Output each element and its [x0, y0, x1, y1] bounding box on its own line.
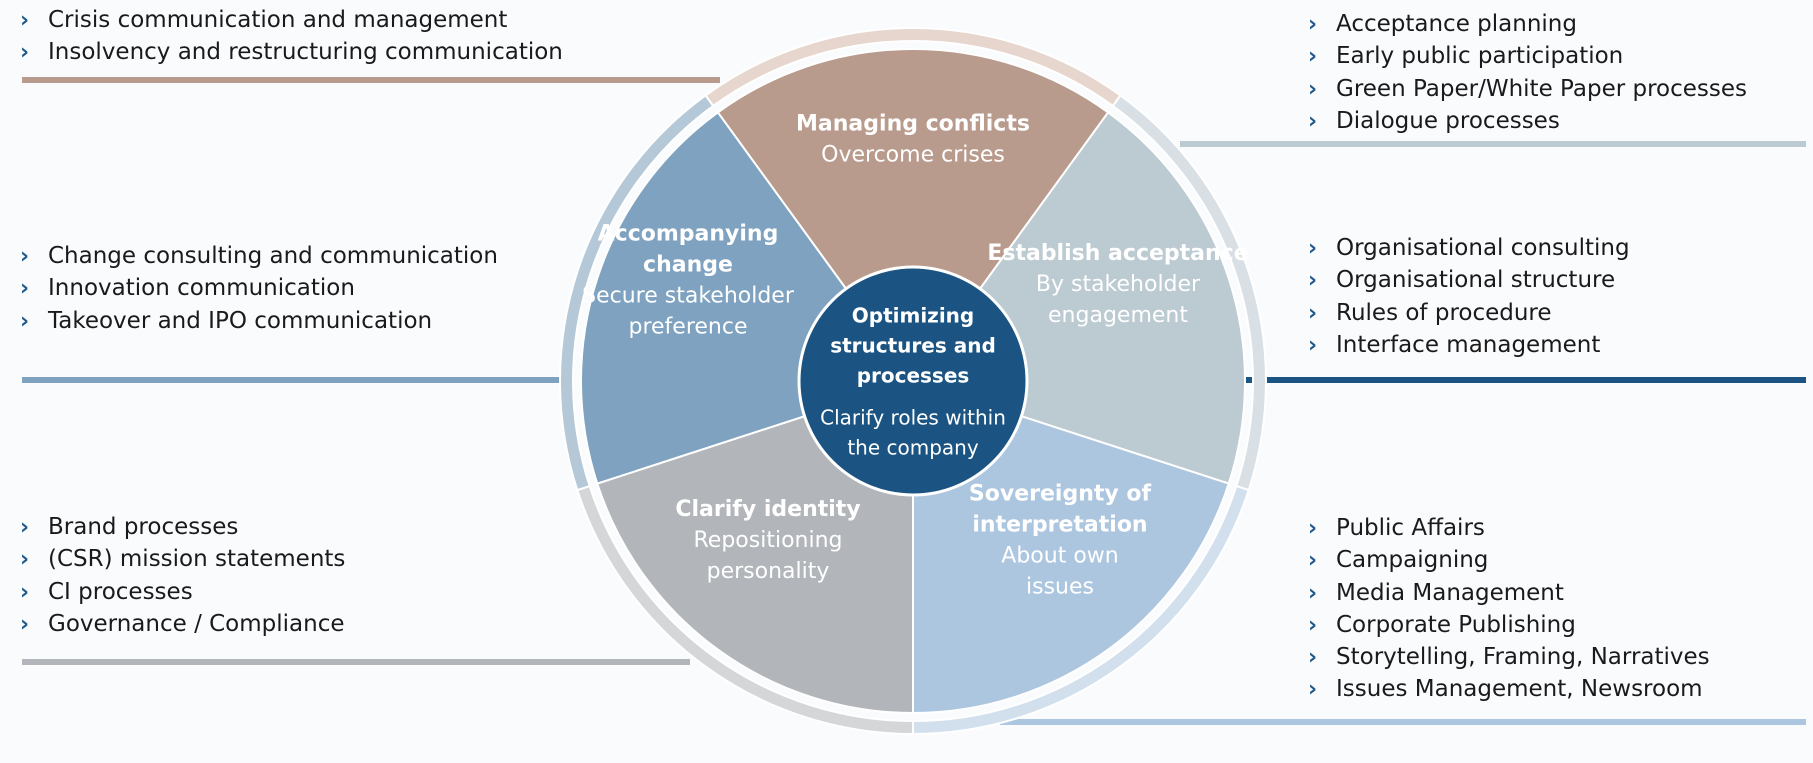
- chevron-right-icon: ›: [20, 579, 30, 605]
- chevron-right-icon: ›: [20, 40, 30, 66]
- list-clarify-identity: › Brand processes › (CSR) mission statement…: [20, 511, 345, 640]
- list-item: › Acceptance planning: [1308, 8, 1747, 40]
- chevron-right-icon: ›: [20, 276, 30, 302]
- list-item: › Early public participation: [1308, 40, 1747, 72]
- chevron-right-icon: ›: [1308, 516, 1318, 541]
- chevron-right-icon: ›: [20, 8, 30, 33]
- list-item-text: Rules of procedure: [1336, 299, 1552, 326]
- list-item-text: Public Affairs: [1336, 515, 1485, 541]
- list-item-text: Acceptance planning: [1336, 11, 1577, 37]
- list-item-text: Media Management: [1336, 579, 1564, 606]
- list-item-text: Crisis communication and management: [48, 7, 508, 33]
- chevron-right-icon: ›: [1308, 44, 1318, 70]
- chevron-right-icon: ›: [1308, 677, 1318, 703]
- list-item-text: Takeover and IPO communication: [48, 307, 433, 334]
- list-item-text: Insolvency and restructuring communicati…: [48, 39, 563, 66]
- segment-title: Managing conflicts: [796, 112, 1030, 137]
- chevron-right-icon: ›: [1308, 268, 1318, 294]
- chevron-right-icon: ›: [1308, 12, 1318, 37]
- chevron-right-icon: ›: [20, 515, 30, 540]
- center-subtitle: the company: [847, 436, 979, 460]
- chevron-right-icon: ›: [1308, 300, 1318, 326]
- segment-subtitle: Repositioning: [694, 528, 843, 553]
- list-item-text: CI processes: [48, 578, 193, 605]
- list-item: › Corporate Publishing: [1308, 609, 1710, 641]
- segment-subtitle: engagement: [1048, 303, 1188, 328]
- list-item: › Insolvency and restructuring communicat…: [20, 36, 563, 68]
- list-item: › Media Management: [1308, 577, 1710, 609]
- chevron-right-icon: ›: [1308, 612, 1318, 638]
- list-accompanying-change: › Change consulting and communication › Inn…: [20, 240, 498, 337]
- list-item-text: (CSR) mission statements: [48, 546, 346, 573]
- list-item: › Organisational structure: [1308, 264, 1630, 296]
- segment-title: Clarify identity: [675, 497, 860, 522]
- list-item: › Change consulting and communication: [20, 240, 498, 272]
- list-item: › CI processes: [20, 576, 345, 608]
- outer-ring-accompanying-change: [559, 94, 715, 492]
- list-item: › Public Affairs: [1308, 512, 1710, 544]
- center-title: Optimizing: [852, 304, 974, 328]
- center-title: structures and: [830, 334, 996, 358]
- list-item: › Takeover and IPO communication: [20, 305, 498, 337]
- chevron-right-icon: ›: [1308, 236, 1318, 261]
- segment-subtitle: Overcome crises: [821, 143, 1005, 168]
- segment-subtitle: Secure stakeholder: [582, 284, 795, 309]
- chevron-right-icon: ›: [20, 611, 30, 637]
- list-item-text: Campaigning: [1336, 547, 1489, 574]
- list-item: › Brand processes: [20, 511, 345, 543]
- list-item-text: Early public participation: [1336, 43, 1624, 70]
- list-item-text: Organisational structure: [1336, 267, 1616, 294]
- segment-title: Establish acceptance: [987, 241, 1248, 266]
- segment-subtitle: issues: [1026, 575, 1094, 600]
- segment-subtitle: preference: [628, 315, 747, 340]
- chevron-right-icon: ›: [1308, 645, 1318, 671]
- segment-subtitle: About own: [1001, 544, 1118, 569]
- chevron-right-icon: ›: [1308, 108, 1318, 134]
- list-managing-conflicts: › Crisis communication and management › Ins…: [20, 4, 563, 69]
- list-item-text: Green Paper/White Paper processes: [1336, 75, 1748, 102]
- chevron-right-icon: ›: [1308, 580, 1318, 606]
- chevron-right-icon: ›: [1308, 332, 1318, 358]
- center-circle: [797, 265, 1029, 497]
- center-subtitle: Clarify roles within: [820, 406, 1006, 430]
- segment-title: interpretation: [972, 513, 1147, 538]
- segment-title: Accompanying: [598, 222, 779, 247]
- chevron-right-icon: ›: [1308, 76, 1318, 102]
- list-item-text: Change consulting and communication: [48, 243, 498, 269]
- segment-title: change: [643, 253, 733, 278]
- segment-title: Sovereignty of: [969, 482, 1152, 507]
- list-item-text: Storytelling, Framing, Narratives: [1336, 644, 1710, 671]
- segment-subtitle: By stakeholder: [1036, 272, 1201, 297]
- chevron-right-icon: ›: [20, 308, 30, 334]
- list-item-text: Organisational consulting: [1336, 235, 1630, 261]
- list-item: › Interface management: [1308, 329, 1630, 361]
- list-item-text: Dialogue processes: [1336, 107, 1560, 134]
- list-item: › Dialogue processes: [1308, 105, 1747, 137]
- list-sovereignty-of-interpretation: › Public Affairs › Campaigning › Media Manage…: [1308, 512, 1710, 706]
- list-item-text: Innovation communication: [48, 275, 355, 302]
- center-title: processes: [857, 364, 970, 388]
- chevron-right-icon: ›: [20, 547, 30, 573]
- list-item: › Campaigning: [1308, 544, 1710, 576]
- list-establish-acceptance: › Acceptance planning › Early public partic…: [1308, 8, 1747, 137]
- list-item-text: Brand processes: [48, 514, 239, 540]
- list-item-text: Governance / Compliance: [48, 610, 345, 637]
- list-item: › Governance / Compliance: [20, 608, 345, 640]
- list-item: › Green Paper/White Paper processes: [1308, 73, 1747, 105]
- chevron-right-icon: ›: [20, 244, 30, 269]
- list-item-text: Corporate Publishing: [1336, 611, 1576, 638]
- list-item: › Innovation communication: [20, 272, 498, 304]
- list-optimizing-structures: › Organisational consulting › Organisationa…: [1308, 232, 1630, 361]
- list-item-text: Interface management: [1336, 331, 1601, 358]
- list-item: › Storytelling, Framing, Narratives: [1308, 641, 1710, 673]
- list-item: › Issues Management, Newsroom: [1308, 673, 1710, 705]
- list-item: › Crisis communication and management: [20, 4, 563, 36]
- list-item: › Rules of procedure: [1308, 297, 1630, 329]
- list-item-text: Issues Management, Newsroom: [1336, 676, 1703, 703]
- segment-subtitle: personality: [707, 559, 830, 584]
- list-item: › Organisational consulting: [1308, 232, 1630, 264]
- list-item: › (CSR) mission statements: [20, 543, 345, 575]
- chevron-right-icon: ›: [1308, 548, 1318, 574]
